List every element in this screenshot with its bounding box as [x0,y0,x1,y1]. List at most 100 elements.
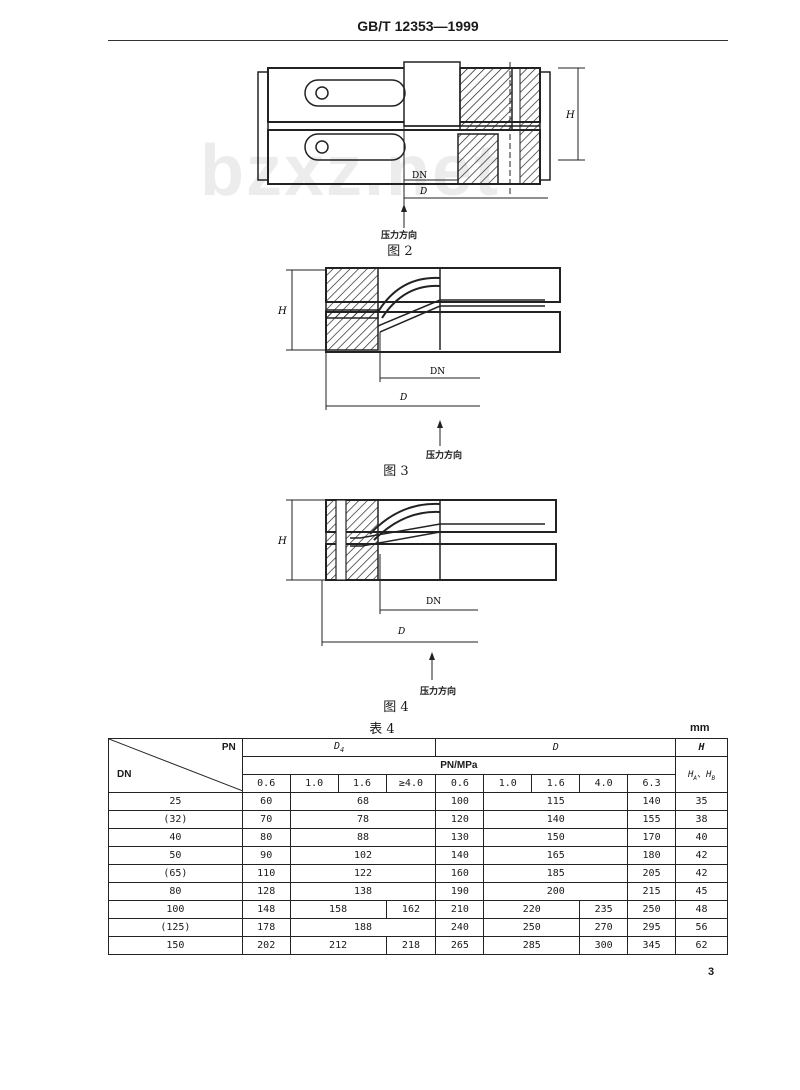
cell: 160 [435,864,485,883]
cell: 200 [483,882,629,901]
fig2-h-label: H [565,110,575,121]
figure-2-drawing: H DN D [257,61,585,228]
cell: 188 [289,918,437,937]
d4-col-3: ≥4.0 [385,774,437,793]
cell: 240 [435,918,485,937]
row-dn: 25 [108,792,243,811]
cell: 265 [435,936,485,955]
cell: 185 [483,864,629,883]
cell: 148 [241,900,291,919]
table-4: PN DN D4 D H PN/MPa HA、HB 0.6 1.0 1.6 ≥4… [108,738,728,955]
d-col-0: 0.6 [435,774,485,793]
cell: 218 [385,936,437,955]
cell: 212 [289,936,387,955]
d-col-2: 1.6 [531,774,581,793]
cell: 158 [289,900,387,919]
d4-col-2: 1.6 [337,774,387,793]
cell: 155 [627,810,677,829]
cell: 100 [435,792,485,811]
cell: 110 [241,864,291,883]
cell: 250 [627,900,677,919]
fig3-d-label: D [399,393,407,403]
table-row: 100 148 158 162 210 220 235 250 48 [108,900,728,919]
figure-2-caption: 图 2 [387,244,413,259]
corner-dn: DN [117,769,132,780]
fig3-h-label: H [277,306,287,317]
cell: 210 [435,900,485,919]
cell: 138 [289,882,437,901]
table-row: 25 60 68 100 115 140 35 [108,792,728,811]
cell: 42 [675,864,728,883]
cell: 202 [241,936,291,955]
cell: 130 [435,828,485,847]
cell: 48 [675,900,728,919]
cell: 285 [483,936,581,955]
d-col-3: 4.0 [579,774,629,793]
d-col-1: 1.0 [483,774,533,793]
cell: 235 [579,900,629,919]
cell: 90 [241,846,291,865]
d4-col-1: 1.0 [289,774,339,793]
cell: 295 [627,918,677,937]
row-dn: (32) [108,810,243,829]
page-number: 3 [708,966,715,978]
row-dn: (125) [108,918,243,937]
table-row: (32) 70 78 120 140 155 38 [108,810,728,829]
cell: 205 [627,864,677,883]
fig4-d-label: D [397,627,405,637]
cell: 250 [483,918,581,937]
fig4-dn-label: DN [426,597,441,607]
header-pn-mpa: PN/MPa [241,756,677,775]
cell: 150 [483,828,629,847]
cell: 122 [289,864,437,883]
table-row: (65) 110 122 160 185 205 42 [108,864,728,883]
cell: 40 [675,828,728,847]
cell: 42 [675,846,728,865]
cell: 162 [385,900,437,919]
header-d: D [435,738,677,757]
header-ha-hb: HA、HB [675,756,728,793]
cell: 170 [627,828,677,847]
cell: 180 [627,846,677,865]
table-row: 150 202 212 218 265 285 300 345 62 [108,936,728,955]
cell: 128 [241,882,291,901]
header-d4: D4 [241,738,437,757]
figure-3-drawing: H DN D [277,267,561,446]
table-4-caption: 表 4 [369,722,395,737]
cell: 88 [289,828,437,847]
cell: 120 [435,810,485,829]
fig2-d-label: D [419,187,427,197]
row-dn: 150 [108,936,243,955]
cell: 38 [675,810,728,829]
cell: 140 [483,810,629,829]
row-dn: 50 [108,846,243,865]
cell: 215 [627,882,677,901]
corner-diagonal [109,739,243,791]
table-row: 50 90 102 140 165 180 42 [108,846,728,865]
cell: 45 [675,882,728,901]
cell: 140 [627,792,677,811]
cell: 190 [435,882,485,901]
row-dn: 40 [108,828,243,847]
figure-4-caption: 图 4 [383,700,409,715]
cell: 300 [579,936,629,955]
cell: 165 [483,846,629,865]
table-row: 80 128 138 190 200 215 45 [108,882,728,901]
table-row: 40 80 88 130 150 170 40 [108,828,728,847]
header-h: H [675,738,728,757]
corner-pn: PN [221,742,236,753]
row-dn: 80 [108,882,243,901]
cell: 35 [675,792,728,811]
cell: 140 [435,846,485,865]
cell: 178 [241,918,291,937]
row-dn: 100 [108,900,243,919]
cell: 60 [241,792,291,811]
cell: 62 [675,936,728,955]
figure-3-caption: 图 3 [383,464,409,479]
figure-4-drawing: H DN D [277,499,557,680]
table-row: (125) 178 188 240 250 270 295 56 [108,918,728,937]
row-dn: (65) [108,864,243,883]
cell: 102 [289,846,437,865]
cell: 68 [289,792,437,811]
cell: 115 [483,792,629,811]
